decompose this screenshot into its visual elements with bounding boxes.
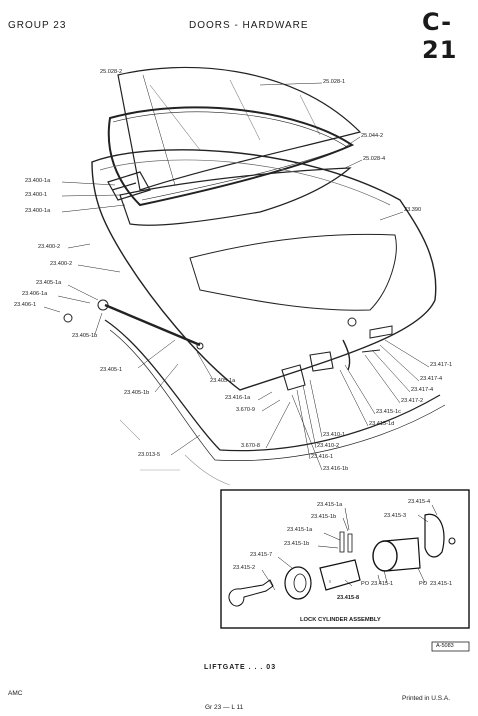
inset-part-label: PO: [361, 581, 370, 587]
support-strut: [104, 303, 201, 347]
liftgate-panel: [91, 149, 437, 391]
part-label: 23.400-1a: [25, 178, 51, 184]
inset-part-label: 23.415-2: [233, 565, 256, 571]
part-label: 23.416-1a: [225, 395, 251, 401]
part-label: 23.416-1: [311, 454, 334, 460]
part-label: 25.028-4: [363, 156, 386, 162]
footer-left: AMC: [8, 690, 23, 697]
part-label: 23.417-4: [420, 376, 443, 382]
inset-title: LOCK CYLINDER ASSEMBLY: [300, 617, 381, 623]
cylinder-core: [319, 559, 361, 591]
part-label: 23.417-4: [411, 387, 434, 393]
liftgate-hinge: [107, 171, 151, 201]
lock-cap: [284, 566, 312, 600]
part-label: 23.405-1b: [124, 390, 150, 396]
part-label: 23.405-1a: [36, 280, 62, 286]
part-label: 23.405-1: [100, 367, 123, 373]
part-label: 23.406-1: [14, 302, 37, 308]
lock-housing: [372, 540, 398, 572]
part-label: 23.400-2: [38, 244, 61, 250]
figure-caption: LIFTGATE . . . 03: [204, 664, 277, 671]
part-label: 23.405-1a: [210, 378, 236, 384]
inset-part-label: 23.415-1: [371, 581, 394, 587]
glass-seal: [119, 167, 352, 226]
group-label: GROUP 23: [8, 20, 67, 31]
part-label: 3.670-9: [236, 407, 255, 413]
latch-assembly: [281, 351, 334, 391]
part-label: 3.670-8: [241, 443, 260, 449]
part-label: 23.390: [404, 207, 422, 213]
page-number: C-21: [422, 8, 458, 64]
part-label: 23.417-2: [401, 398, 424, 404]
inset-part-label: 23.415-4: [408, 499, 431, 505]
part-label: 25.028-2: [100, 69, 123, 75]
part-label: 23.406-1a: [22, 291, 48, 297]
footer-right: Printed in U.S.A.: [402, 695, 451, 702]
inset-part-label: 23.415-1a: [317, 502, 343, 508]
part-label: 23.013-5: [138, 452, 161, 458]
inset-part-label: PO: [419, 581, 428, 587]
inset-part-label: 23.415-8: [337, 595, 360, 601]
part-label: 23.410-2: [317, 443, 340, 449]
part-label: 23.415-1c: [376, 409, 401, 415]
retainer-plate: [424, 513, 445, 558]
part-label: 23.400-1a: [25, 208, 51, 214]
part-label: 23.417-1: [430, 362, 453, 368]
part-label: 25.028-1: [323, 79, 346, 85]
inset-part-label: 23.415-3: [384, 513, 407, 519]
part-label: 23.400-1: [25, 192, 48, 198]
liftgate-glass: [117, 66, 362, 191]
part-label: 23.416-1b: [323, 466, 349, 472]
key: [228, 579, 274, 607]
footer-center: Gr 23 — L 11: [205, 704, 244, 711]
inset-part-label: 23.415-1: [430, 581, 453, 587]
section-title: DOORS - HARDWARE: [189, 20, 309, 31]
part-label: 23.410-1: [323, 432, 346, 438]
inset-part-label: 23.415-1a: [287, 527, 313, 533]
ref-code-box: [431, 641, 470, 652]
lock-cylinder-inset: [220, 489, 470, 629]
part-label: 23.405-1b: [72, 333, 98, 339]
glass-weatherstrip: [107, 106, 355, 207]
part-label: 25.044-2: [361, 133, 384, 139]
part-label: 23.400-2: [50, 261, 73, 267]
inset-part-label: 23.415-7: [250, 552, 273, 558]
body-opening: [104, 319, 441, 452]
inset-part-label: 23.415-1b: [311, 514, 337, 520]
ref-code: A-5083: [436, 643, 454, 649]
part-label: 23.415-1d: [369, 421, 395, 427]
inset-part-label: 23.415-1b: [284, 541, 310, 547]
